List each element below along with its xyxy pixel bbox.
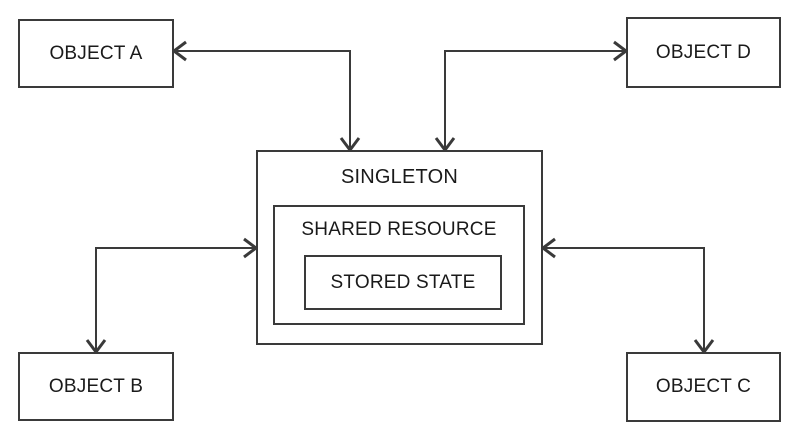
- node-stored-state: STORED STATE: [304, 255, 502, 310]
- node-singleton-label: SINGLETON: [340, 166, 458, 188]
- node-stored-state-label: STORED STATE: [330, 271, 476, 293]
- node-object-d-label: OBJECT D: [655, 41, 752, 63]
- node-object-a-label: OBJECT A: [49, 42, 143, 64]
- node-object-b-label: OBJECT B: [48, 375, 144, 397]
- node-shared-resource-label: SHARED RESOURCE: [301, 219, 497, 240]
- node-singleton: SINGLETON SHARED RESOURCE STORED STATE: [256, 150, 543, 345]
- node-object-b: OBJECT B: [18, 352, 174, 421]
- connector-singleton-to-object-a: [171, 40, 361, 153]
- connector-object-b-to-singleton: [85, 237, 259, 355]
- node-shared-resource: SHARED RESOURCE STORED STATE: [273, 205, 525, 325]
- node-object-c-label: OBJECT C: [655, 376, 752, 397]
- connector-singleton-to-object-d: [434, 40, 629, 153]
- connector-object-c-to-singleton: [540, 237, 715, 355]
- node-object-d: OBJECT D: [626, 17, 781, 88]
- node-object-c: OBJECT C: [626, 352, 781, 422]
- node-object-a: OBJECT A: [18, 19, 174, 88]
